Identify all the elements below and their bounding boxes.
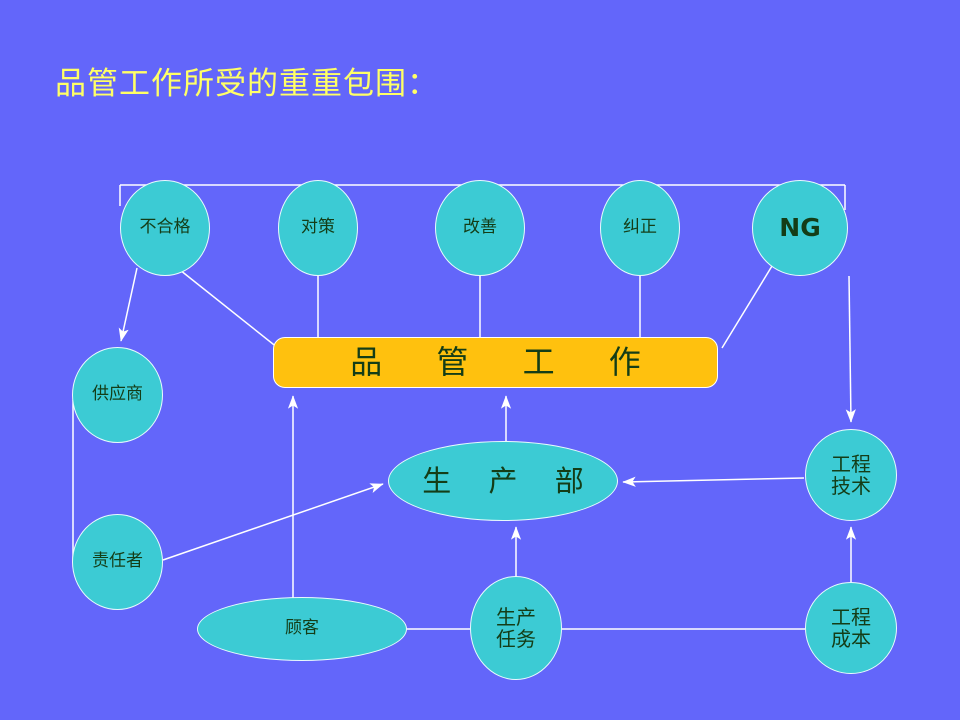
node-bu-he-ge[interactable]: 不合格 — [120, 180, 210, 276]
node-label: NG — [779, 213, 821, 242]
node-gong-cheng-ji-shu[interactable]: 工程 技术 — [805, 429, 897, 521]
edge-buhege-to-gongyingshang — [118, 267, 138, 342]
node-sheng-chan-ren-wu[interactable]: 生产 任务 — [470, 576, 562, 680]
page-title: 品管工作所受的重重包围： — [55, 66, 439, 102]
node-label: 供应商 — [92, 384, 143, 405]
edge-gongchengjishu-to-shengchanbu — [622, 476, 805, 487]
node-gong-ying-shang[interactable]: 供应商 — [72, 347, 163, 443]
node-sheng-chan-bu[interactable]: 生 产 部 — [388, 441, 618, 521]
edge-zerenzhe-to-shengchanbu — [162, 483, 384, 561]
node-gu-ke[interactable]: 顾客 — [197, 597, 407, 661]
node-label: 不合格 — [139, 217, 191, 238]
node-dui-ce[interactable]: 对策 — [278, 180, 358, 276]
node-label: 顾客 — [285, 618, 319, 639]
node-gai-shan[interactable]: 改善 — [435, 180, 525, 276]
node-jiu-zheng[interactable]: 纠正 — [600, 180, 680, 276]
node-label: 工程 成本 — [831, 604, 871, 651]
node-label: 品 管 工 作 — [350, 342, 663, 381]
edge-ng-to-center — [721, 265, 773, 349]
node-label: 生 产 部 — [422, 463, 598, 498]
node-label: 纠正 — [623, 217, 657, 238]
node-ze-ren-zhe[interactable]: 责任者 — [72, 514, 163, 610]
node-label: 对策 — [301, 217, 335, 238]
node-pin-guan-gong-zuo[interactable]: 品 管 工 作 — [273, 337, 718, 388]
edge-ng-to-gongchengjishu — [845, 275, 856, 423]
node-label: 责任者 — [92, 551, 143, 572]
node-ng[interactable]: NG — [752, 180, 848, 276]
edge-buhege-to-center — [179, 269, 284, 353]
node-gong-cheng-cheng-ben[interactable]: 工程 成本 — [805, 582, 897, 674]
node-label: 工程 技术 — [831, 451, 871, 498]
node-label: 生产 任务 — [496, 604, 536, 651]
node-label: 改善 — [463, 217, 497, 238]
